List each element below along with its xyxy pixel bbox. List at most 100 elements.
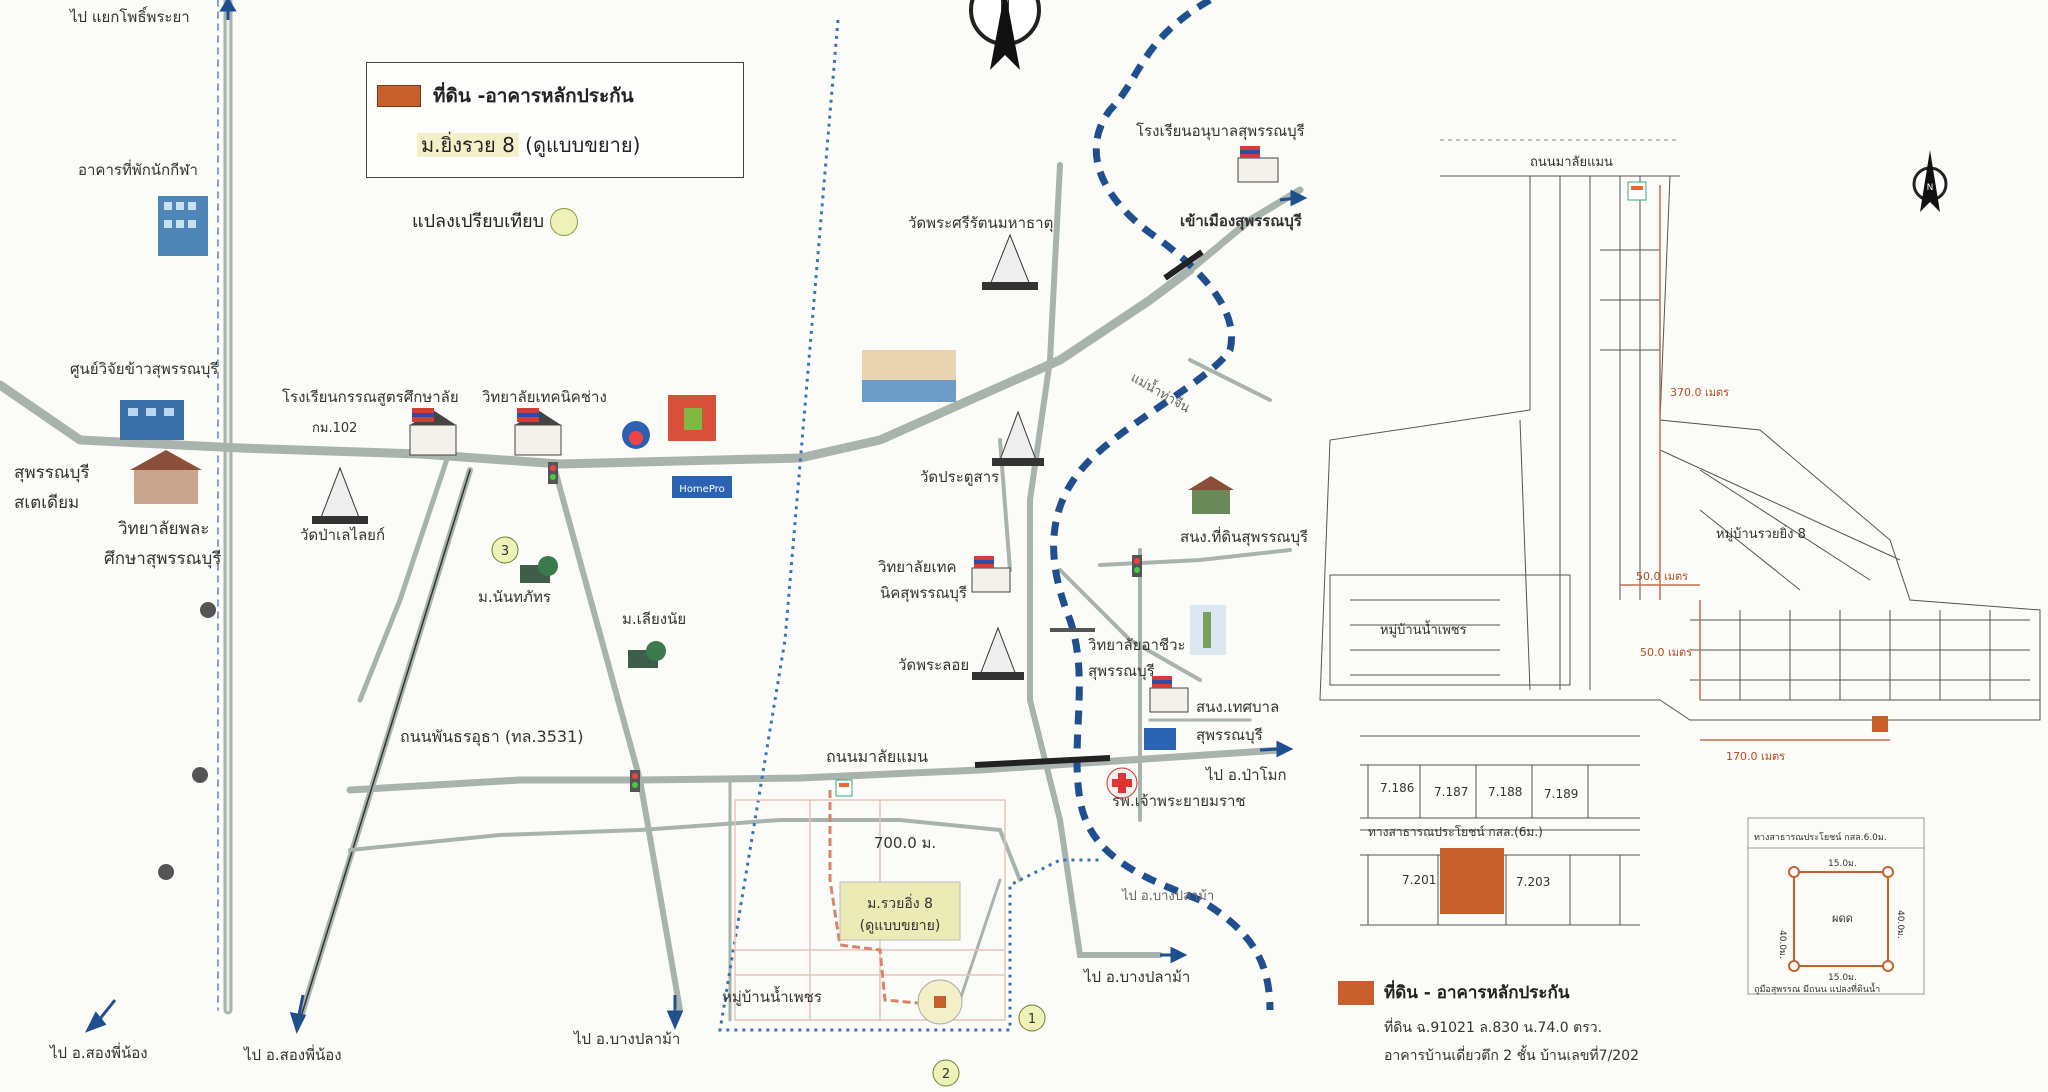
- arrow-icon: [666, 995, 684, 1030]
- route-700m: [828, 790, 941, 1007]
- label-school-anuban: โรงเรียนอนุบาลสุพรรณบุรี: [1136, 122, 1305, 141]
- seven-eleven-icon: [835, 779, 853, 797]
- traffic-light-icon: [1132, 555, 1142, 577]
- inset-road-top: ถนนมาลัยแมน: [1530, 155, 1613, 170]
- plot-right: 7.203: [1516, 875, 1550, 889]
- temple-icon: [312, 466, 368, 524]
- temple-icon: [982, 233, 1038, 290]
- arrow-icon: [219, 0, 237, 20]
- svg-text:3: 3: [501, 544, 509, 559]
- building-icons: HomePro: [120, 146, 1279, 880]
- north-arrow-icon: N: [969, 0, 1041, 70]
- legend: ที่ดิน -อาคารหลักประกัน ม.ยิ่งรวย 8 (ดูแ…: [366, 62, 744, 178]
- bottom-legend-deed: ที่ดิน ฉ.91021 ล.830 น.74.0 ตรว.: [1384, 1020, 1603, 1036]
- inset-dist-370: 370.0 เมตร: [1670, 386, 1729, 399]
- temple-icon: [992, 410, 1044, 466]
- landmark-picture-icon: [862, 350, 956, 402]
- stadium-icon: [130, 450, 202, 504]
- plot-top-4: 7.189: [1544, 787, 1578, 801]
- label-to-bang-pla-ma-3: ไป อ.บางปลาม้า: [1121, 888, 1214, 904]
- bottom-legend-title: ที่ดิน - อาคารหลักประกัน: [1384, 983, 1570, 1003]
- inset-subdivision-map: [1319, 139, 2041, 721]
- label-rice-center: ศูนย์วิจัยข้าวสุพรรณบุรี: [70, 360, 218, 379]
- label-wat-phra-loi: วัดพระลอย: [898, 656, 969, 674]
- label-to-song-phi-nong-1: ไป อ.สองพี่น้อง: [49, 1042, 148, 1062]
- arrow-icon: [84, 999, 117, 1033]
- label-pe-college-2: ศึกษาสุพรรณบุรี: [104, 549, 221, 569]
- label-city-hall-2: สุพรรณบุรี: [1196, 726, 1263, 745]
- label-wat-pratu-san: วัดประตูสาร: [920, 468, 999, 486]
- label-moo-ban-nanthaphat: ม.นันทภัทร: [478, 588, 551, 606]
- inset-dimensions: [1620, 185, 1890, 741]
- road-river: [1027, 162, 1163, 958]
- label-wat-phra-si: วัดพระศรีรัตนมหาธาตุ: [908, 214, 1053, 233]
- temple-icon: [972, 626, 1024, 680]
- land-office-icon: [1188, 476, 1234, 514]
- arrow-icon: [1259, 740, 1294, 758]
- comparison-dot-icon: [550, 208, 579, 236]
- gas-station-icon: [622, 421, 650, 449]
- label-moo-ban-liang: ม.เลียงนัย: [622, 610, 686, 628]
- inset-dist-50b: 50.0 เมตร: [1640, 646, 1692, 659]
- traffic-light-icon: [630, 770, 640, 792]
- label-sports-building: อาคารที่พักนักกีฬา: [78, 159, 198, 179]
- office-building-icon: [120, 400, 184, 440]
- legend-comparison-label: แปลงเปรียบเทียบ: [412, 211, 545, 232]
- label-wat-pa-lelai: วัดป่าเลไลยก์: [300, 526, 385, 544]
- plot-top-3: 7.188: [1488, 785, 1522, 799]
- traffic-light-icon: [548, 462, 558, 484]
- homepro-logo: HomePro: [672, 476, 732, 498]
- project-box-title: ม.รวยอิ่ง 8: [867, 894, 933, 912]
- plot-left: 7.201: [1402, 873, 1436, 887]
- label-pe-college-1: วิทยาลัยพละ: [118, 519, 210, 539]
- comparison-marker-1: [1018, 1004, 1046, 1032]
- inset-dist-50a: 50.0 เมตร: [1636, 570, 1688, 583]
- arrow-icon: [289, 994, 307, 1034]
- tower-icon: [1190, 605, 1226, 655]
- plot-top-1: 7.186: [1380, 781, 1414, 795]
- plot-detail: [1360, 735, 1640, 926]
- bottom-legend-building: อาคารบ้านเดี่ยวตึก 2 ชั้น บ้านเลขที่7/20…: [1384, 1048, 1640, 1064]
- label-to-bang-pla-ma-2: ไป อ.บางปลาม้า: [1083, 968, 1190, 986]
- svg-text:N: N: [1000, 0, 1010, 14]
- parcel-side-top: 15.0ม.: [1828, 859, 1857, 869]
- parcel-area: ผดด: [1832, 912, 1853, 925]
- parcel-side-left: 40.0ม.: [1777, 930, 1787, 959]
- parcel-side-right: 40.0ม.: [1895, 910, 1905, 939]
- svg-text:N: N: [1927, 183, 1934, 193]
- label-arts-2: สุพรรณบุรี: [1088, 662, 1155, 681]
- label-to-pho-phraya: ไป อ.ป่าโมก: [1205, 766, 1287, 784]
- parcel-diagram: ทางสาธารณประโยชน์ กสล.6.0ม. 15.0ม. 15.0ม…: [1747, 817, 1925, 995]
- legend-collateral-swatch: [377, 85, 421, 107]
- label-stadium-2: สเตเดียม: [14, 493, 79, 513]
- comparison-marker-2: [932, 1059, 960, 1087]
- tree-icon: [158, 602, 216, 880]
- svg-text:HomePro: HomePro: [679, 484, 724, 495]
- legend-comparison: แปลงเปรียบเทียบ: [412, 206, 579, 236]
- collateral-marker: [934, 996, 946, 1008]
- distance-700m: 700.0 ม.: [874, 834, 936, 852]
- city-hall-icon: [1144, 728, 1176, 750]
- comparison-marker-3: [491, 536, 519, 564]
- project-label-box: [839, 881, 961, 941]
- bridge-2: [1163, 249, 1204, 281]
- house-icon: [520, 556, 558, 583]
- arrow-icon: [1160, 946, 1188, 964]
- label-arts-1: วิทยาลัยอาชีวะ: [1087, 636, 1185, 654]
- school-flag-icon: [1237, 146, 1279, 183]
- house-icon: [628, 641, 666, 668]
- legend-collateral-label: ที่ดิน -อาคารหลักประกัน: [433, 85, 634, 107]
- inset-north-arrow-icon: N: [1912, 150, 1948, 212]
- road-malaimon: [346, 746, 1284, 794]
- label-km-102: กม.102: [312, 421, 357, 436]
- river-tha-chin: [1050, 0, 1274, 1011]
- label-moo-ban-nam-phet: หมู่บ้านน้ำเพชร: [722, 986, 822, 1006]
- direction-arrows: [84, 0, 1308, 1034]
- label-school-udom: โรงเรียนกรรณสูตรศึกษาลัย: [282, 388, 459, 406]
- project-box-subtitle: (ดูแบบขยาย): [860, 918, 941, 934]
- label-city-hall-1: สนง.เทศบาล: [1196, 698, 1279, 716]
- inset-collateral-marker: [1872, 716, 1888, 732]
- label-stadium-1: สุพรรณบุรี: [14, 463, 90, 483]
- road-main-ew: [0, 265, 1195, 469]
